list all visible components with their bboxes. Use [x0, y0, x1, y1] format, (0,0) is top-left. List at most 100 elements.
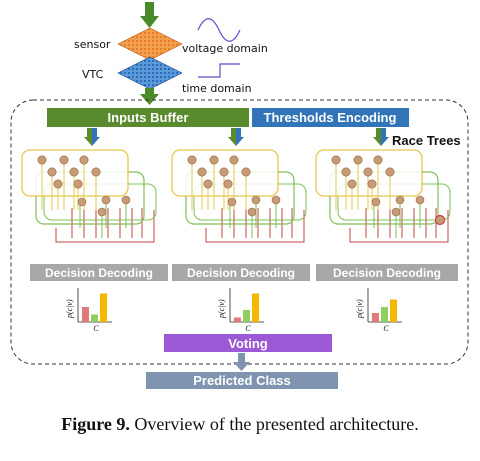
- tree-node: [37, 155, 47, 165]
- system-boundary: [10, 99, 469, 365]
- figure-caption: Figure 9. Overview of the presented arch…: [0, 414, 480, 435]
- histogram-bar: [372, 313, 379, 322]
- class-probability-histograms: p(c|v) Cp(c|v) Cp(c|v) C: [65, 288, 402, 333]
- tree-node: [97, 207, 107, 217]
- decision-decoding-label-3: Decision Decoding: [333, 266, 441, 280]
- histogram-bar: [82, 307, 89, 322]
- tree-group-1: [21, 149, 157, 243]
- tree-node: [73, 179, 83, 189]
- decision-decoding-bar-2: [172, 264, 310, 281]
- histogram-bar: [252, 293, 259, 322]
- histogram-1: p(c|v) C: [65, 288, 112, 333]
- arrow-tree-2-icon: [228, 128, 244, 146]
- sensor-stack: sensor VTC voltage domain time domain: [74, 2, 268, 105]
- down-arrow-vtc-icon: [140, 94, 159, 105]
- tree-node: [271, 195, 281, 205]
- tree-red-outline: [205, 210, 305, 243]
- histogram-bar: [234, 317, 241, 322]
- histogram-y-label: p(c|v): [65, 299, 74, 319]
- down-arrow-sensor-shaft: [145, 2, 154, 18]
- race-trees: [21, 149, 451, 243]
- predicted-class-bar: [146, 372, 338, 389]
- tree-red-outline: [55, 210, 155, 243]
- histogram-2: p(c|v) C: [217, 288, 264, 333]
- tree-node: [347, 179, 357, 189]
- down-arrow-vtc-shaft: [145, 88, 154, 95]
- decision-decoding-2: Decision Decoding: [172, 264, 310, 281]
- thresholds-encoding-bar: [252, 108, 409, 127]
- decision-decoding-bar-3: [316, 264, 458, 281]
- tree-node: [53, 179, 63, 189]
- tree-node: [187, 155, 197, 165]
- down-arrow-voting-shaft: [238, 353, 245, 364]
- tree-node: [341, 167, 351, 177]
- time-domain-label: time domain: [182, 82, 252, 95]
- inputs-buffer-bar: [47, 108, 249, 127]
- tree-leaf-node-highlight: [434, 214, 446, 226]
- race-trees-label: Race Trees: [392, 133, 461, 148]
- histogram-x-label: C: [245, 324, 251, 333]
- tree-node: [79, 155, 89, 165]
- voltage-domain-label: voltage domain: [182, 42, 268, 55]
- tree-node: [101, 195, 111, 205]
- histogram-bar: [381, 307, 388, 322]
- predicted-class-label: Predicted Class: [193, 373, 291, 388]
- histogram-bar: [390, 299, 397, 322]
- histogram-bar: [100, 293, 107, 322]
- sensor-plate: [117, 27, 183, 61]
- voting-label: Voting: [228, 336, 268, 351]
- tree-node: [371, 197, 381, 207]
- arrow-tree-1-icon: [84, 128, 100, 146]
- down-arrow-voting-icon: [233, 362, 250, 371]
- tree-red-outline: [349, 210, 449, 243]
- tree-node: [353, 155, 363, 165]
- tree-node: [251, 195, 261, 205]
- tree-node: [241, 167, 251, 177]
- tree-node: [223, 179, 233, 189]
- tree-node: [209, 155, 219, 165]
- sensor-label: sensor: [74, 38, 111, 51]
- down-arrow-sensor-icon: [140, 16, 159, 28]
- tree-node: [121, 195, 131, 205]
- tree-input-arrows: [84, 128, 389, 146]
- tree-node: [227, 197, 237, 207]
- arrow-tree-3-icon: [373, 128, 389, 146]
- decision-decoding-label-1: Decision Decoding: [45, 266, 153, 280]
- tree-group-3: [315, 149, 451, 243]
- tree-node: [203, 179, 213, 189]
- histogram-bar: [91, 314, 98, 322]
- tree-node: [59, 155, 69, 165]
- tree-node: [395, 195, 405, 205]
- thresholds-encoding-label: Thresholds Encoding: [264, 110, 397, 125]
- histogram-y-label: p(c|v): [217, 299, 226, 319]
- tree-node: [219, 167, 229, 177]
- histogram-x-label: C: [93, 324, 99, 333]
- tree-node: [415, 195, 425, 205]
- voting-bar: [164, 334, 332, 352]
- vtc-plate: [117, 56, 183, 90]
- tree-node: [385, 167, 395, 177]
- histogram-y-label: p(c|v): [355, 299, 364, 319]
- decision-decoding-1: Decision Decoding: [30, 264, 168, 281]
- tree-node: [229, 155, 239, 165]
- tree-node: [247, 207, 257, 217]
- step-signal-icon: [198, 63, 240, 78]
- decision-decoding-3: Decision Decoding: [316, 264, 458, 281]
- decision-decoding-bar-1: [30, 264, 168, 281]
- decision-decoding-label-2: Decision Decoding: [187, 266, 295, 280]
- histogram-x-label: C: [383, 324, 389, 333]
- histogram-bar: [243, 310, 250, 322]
- tree-node: [373, 155, 383, 165]
- vtc-label: VTC: [82, 68, 104, 81]
- tree-node: [197, 167, 207, 177]
- inputs-buffer-label: Inputs Buffer: [108, 110, 189, 125]
- caption-text: Overview of the presented architecture.: [129, 414, 419, 434]
- tree-node: [363, 167, 373, 177]
- sine-wave-icon: [197, 18, 241, 42]
- tree-node: [367, 179, 377, 189]
- figure-number: Figure 9.: [61, 414, 130, 434]
- tree-node: [47, 167, 57, 177]
- tree-node: [391, 207, 401, 217]
- tree-node: [91, 167, 101, 177]
